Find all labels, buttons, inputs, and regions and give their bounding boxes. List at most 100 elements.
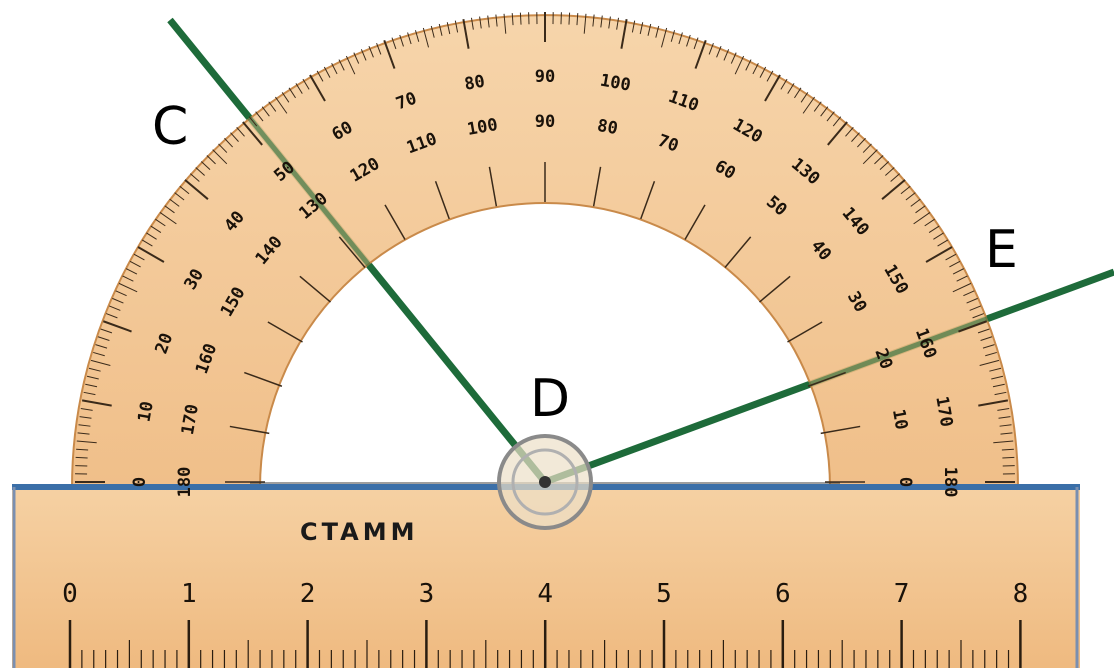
degree-tick <box>195 167 205 176</box>
degree-tick <box>879 161 890 171</box>
degree-tick <box>1000 432 1013 435</box>
degree-tick <box>159 212 177 225</box>
inner-degree-label: 90 <box>535 112 555 132</box>
degree-tick <box>200 161 211 171</box>
degree-tick <box>255 111 264 122</box>
degree-tick <box>723 49 730 61</box>
degree-tick <box>592 14 595 27</box>
degree-tick <box>83 391 96 396</box>
degree-tick <box>913 212 931 225</box>
degree-tick <box>994 391 1007 396</box>
degree-tick <box>998 416 1011 419</box>
inner-degree-label: 80 <box>596 116 620 139</box>
inner-degree-label: 10 <box>888 408 911 432</box>
degree-tick <box>647 23 652 36</box>
degree-tick-inner <box>488 166 498 207</box>
degree-tick <box>268 101 277 112</box>
degree-tick <box>118 282 138 293</box>
degree-tick <box>109 305 121 311</box>
degree-tick <box>309 74 326 102</box>
degree-tick <box>360 49 367 61</box>
degree-tick <box>345 55 356 75</box>
degree-tick <box>989 367 1002 372</box>
degree-tick-inner <box>229 425 270 435</box>
degree-tick <box>802 96 815 114</box>
degree-tick <box>316 70 324 82</box>
degree-tick <box>189 173 200 182</box>
degree-tick <box>129 260 141 268</box>
degree-tick <box>982 344 995 349</box>
ruler-ticks <box>68 620 1022 668</box>
degree-tick <box>261 106 270 117</box>
degree-tick <box>862 149 878 165</box>
degree-tick <box>242 121 263 146</box>
degree-tick <box>462 18 470 49</box>
rays-through-body <box>168 18 1114 485</box>
degree-tick-inner <box>759 275 791 303</box>
degree-tick <box>75 456 88 459</box>
degree-tick <box>323 66 331 78</box>
degree-tick <box>438 23 443 36</box>
degree-tick-inner <box>807 371 846 387</box>
degree-tick <box>93 351 105 357</box>
degree-tick <box>1002 456 1015 459</box>
degree-tick <box>730 52 737 64</box>
degree-tick <box>874 155 884 165</box>
degree-tick <box>716 46 722 58</box>
degree-tick <box>958 320 987 333</box>
outer-degree-label: 10 <box>135 400 158 424</box>
degree-tick <box>856 137 866 148</box>
degree-tick <box>230 132 239 142</box>
degree-tick <box>694 40 707 69</box>
degree-tick <box>862 143 872 153</box>
degree-tick <box>660 27 668 48</box>
degree-tick <box>519 12 522 25</box>
degree-tick <box>338 59 345 71</box>
ruler-number: 8 <box>1013 579 1029 609</box>
degree-tick <box>800 92 809 103</box>
degree-tick <box>631 20 636 33</box>
degree-tick-inner <box>592 166 602 207</box>
degree-tick <box>813 101 822 112</box>
ruler-number: 0 <box>62 579 78 609</box>
degree-tick <box>890 173 901 182</box>
degree-tick <box>95 344 108 349</box>
degree-tick <box>787 83 795 94</box>
degree-tick-inner <box>787 321 823 343</box>
degree-tick <box>218 143 228 153</box>
degree-tick <box>236 126 245 137</box>
degree-tick-inner <box>434 181 450 220</box>
degree-tick-inner <box>820 425 861 435</box>
degree-tick <box>670 30 676 42</box>
degree-tick <box>122 275 134 282</box>
degree-tick <box>1001 448 1014 451</box>
degree-tick <box>956 275 968 282</box>
ruler-number: 4 <box>537 579 553 609</box>
outer-degree-label: 90 <box>535 67 555 87</box>
degree-tick <box>993 440 1014 444</box>
degree-tick <box>678 32 683 45</box>
degree-tick <box>924 218 935 227</box>
degree-tick-inner <box>640 181 656 220</box>
point-label-c: C <box>152 97 188 157</box>
degree-tick <box>980 336 993 341</box>
degree-tick <box>112 297 124 304</box>
degree-tick <box>77 432 90 435</box>
degree-tick <box>399 34 404 47</box>
degree-tick <box>353 52 360 64</box>
degree-tick <box>302 78 310 90</box>
degree-tick <box>88 367 101 372</box>
degree-tick <box>963 290 975 297</box>
degree-tick <box>503 13 507 34</box>
degree-tick <box>391 37 397 50</box>
degree-tick <box>639 22 644 35</box>
degree-tick <box>693 37 699 50</box>
degree-tick <box>780 78 788 90</box>
degree-tick <box>851 132 860 142</box>
degree-tick-inner <box>267 321 303 343</box>
degree-tick <box>999 424 1012 427</box>
degree-tick <box>430 25 435 38</box>
degree-tick <box>937 239 949 247</box>
degree-tick <box>759 66 767 78</box>
